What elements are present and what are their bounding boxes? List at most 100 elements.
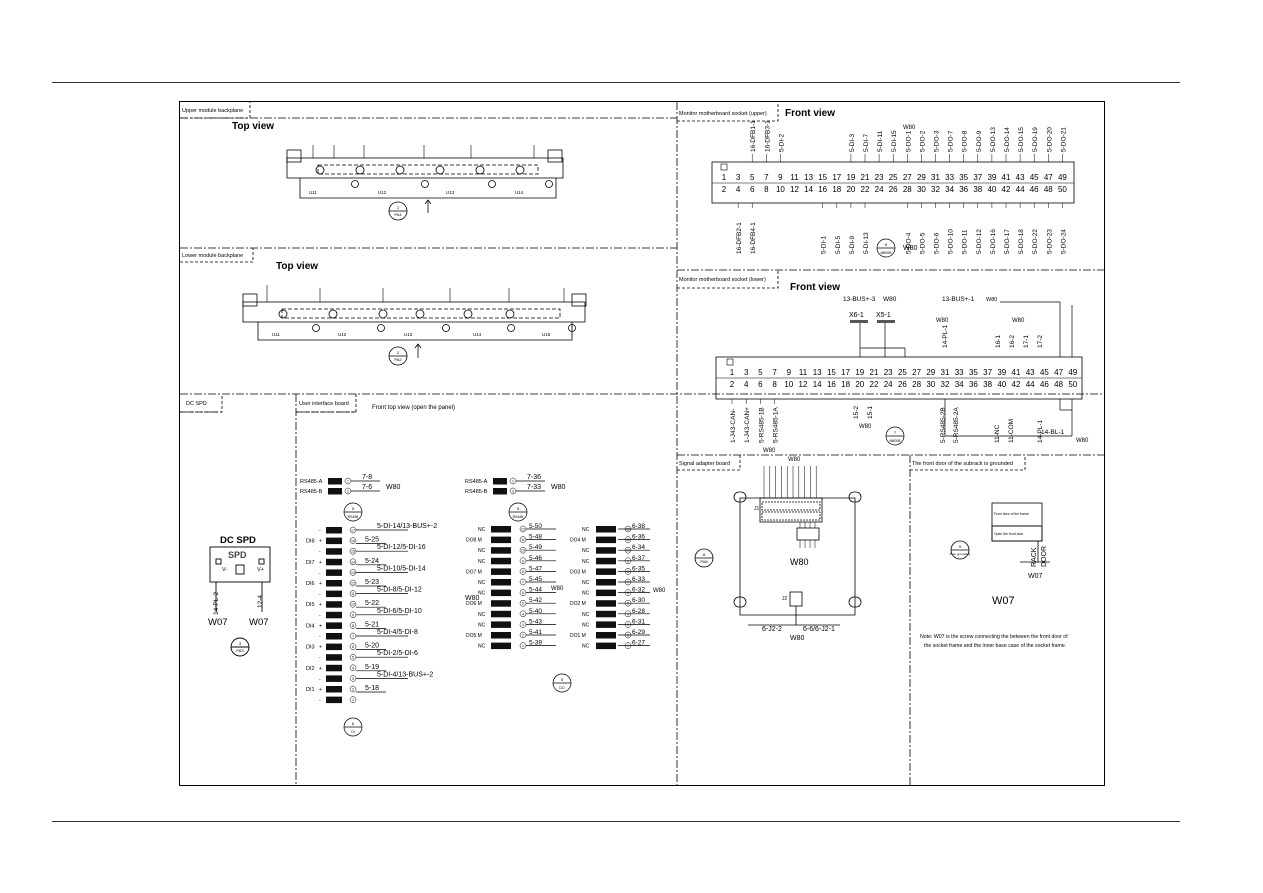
di-bottom-wire: 5-21	[365, 621, 379, 628]
terminal-block	[596, 632, 616, 639]
socket-odd-pin: 49	[1058, 173, 1067, 182]
pin-circle	[349, 643, 357, 650]
title-user-interface: User interface board	[299, 401, 349, 407]
terminal-block	[328, 488, 342, 495]
di-bottom-wire: 5-25	[365, 537, 379, 544]
lower-mid-label: 14-PL-1	[942, 324, 949, 348]
spd-ref-num: 3	[239, 641, 242, 646]
di-bottom-wire: 5-19	[365, 664, 379, 671]
socket-bottom-wire: 5-DO-5	[919, 232, 926, 254]
pin1-marker	[720, 163, 728, 171]
spd-wire-left: 14-PL-2	[213, 591, 220, 615]
do-right-label: NC	[582, 612, 590, 618]
do-left-pin: 5-43	[529, 618, 542, 625]
terminal-block	[596, 642, 616, 650]
do-left-label: NC	[478, 591, 486, 597]
pin-number: 5	[522, 602, 524, 606]
socket-odd-pin: 45	[1040, 368, 1049, 377]
terminal-block	[328, 478, 342, 485]
socket-odd-pin: 33	[945, 173, 954, 182]
socket-odd-pin: 7	[772, 368, 777, 377]
socket-even-pin: 4	[736, 185, 741, 194]
socket-even-pin: 38	[973, 185, 982, 194]
socket-odd-pin: 47	[1054, 368, 1063, 377]
socket-odd-pin: 45	[1030, 173, 1039, 182]
socket-odd-pin: 43	[1026, 368, 1035, 377]
lower-bottom-right: 14-PL-1	[1037, 419, 1044, 443]
upper-module-4: U14	[515, 190, 524, 195]
do-right-label: DO2 M	[570, 601, 586, 607]
di-polarity: -	[319, 698, 321, 704]
socket-odd-pin: 7	[764, 173, 769, 182]
pin-number: 10	[521, 549, 525, 553]
dc-spd-drawing	[209, 546, 271, 657]
spd-ref-label: PA3	[236, 648, 244, 653]
socket-even-pin: 16	[818, 185, 827, 194]
socket-even-pin: 24	[875, 185, 884, 194]
terminal-block	[491, 600, 511, 607]
terminal-block	[326, 654, 342, 661]
socket-even-pin: 4	[744, 380, 749, 389]
di-polarity: +	[319, 602, 322, 608]
socket-top-wire: 16-DFB3-1	[764, 120, 771, 152]
socket-bottom-wire: 5-DO-10	[948, 229, 955, 254]
socket-even-pin: 32	[941, 380, 950, 389]
terminal-block	[326, 611, 342, 619]
lower-top-label: 13-BUS+-3	[843, 296, 876, 303]
signal-mid-wire: W80	[790, 557, 809, 567]
lower-x5-plug	[877, 320, 895, 323]
socket-even-pin: 2	[722, 185, 727, 194]
socket-even-pin: 42	[1002, 185, 1011, 194]
socket-bottom-wire: 5-DO-24	[1060, 229, 1067, 254]
socket-odd-pin: 17	[832, 173, 841, 182]
do-right-pin: 6-35	[632, 565, 645, 572]
di-wire: W80	[465, 595, 480, 602]
do-right-label: DO3 M	[570, 569, 586, 575]
socket-odd-pin: 39	[987, 173, 996, 182]
socket-top-wire: 5-DO-13	[990, 127, 997, 152]
pin-number: 4	[627, 612, 629, 616]
lower-module-2: U12	[338, 332, 347, 337]
do-left-label: NC	[478, 580, 486, 586]
upper-ref-num: 1	[397, 205, 400, 210]
socket-bottom-wire: 5-DO-6	[934, 232, 941, 254]
socket-even-pin: 36	[959, 185, 968, 194]
terminal-block	[491, 610, 511, 618]
di-polarity: -	[319, 528, 321, 534]
di-group: DI6	[306, 581, 315, 587]
do-left-pin: 5-47	[529, 565, 542, 572]
di-group: DI8	[306, 539, 315, 545]
terminal-block	[326, 633, 342, 640]
do-right-pin: 6-34	[632, 544, 645, 551]
pin-number: 15	[351, 550, 355, 554]
spd-vminus: V-	[222, 567, 227, 573]
do-right-label: NC	[582, 591, 590, 597]
socket-even-pin: 2	[730, 380, 735, 389]
lower-bottom-right: 5-RS485-2B	[940, 407, 947, 443]
socket-even-pin: 32	[931, 185, 940, 194]
socket-even-pin: 16	[827, 380, 836, 389]
socket-bottom-wire-label: W80	[903, 245, 918, 252]
signal-right-wire: 6-6/6-J2-1	[803, 626, 835, 633]
terminal-block	[491, 642, 511, 650]
do-right-pin: 6-29	[632, 629, 645, 636]
socket-odd-pin: 3	[736, 173, 741, 182]
title-signal-adapter: Signal adapter board	[679, 461, 730, 467]
socket-odd-pin: 25	[889, 173, 898, 182]
do-left-pin: 5-39	[529, 640, 542, 647]
lower-mid-label: 17-2	[1037, 335, 1044, 348]
terminal-block	[491, 589, 511, 597]
pin-circle	[349, 622, 357, 629]
lower-x6: X6-1	[849, 312, 864, 319]
pin-number: 7	[627, 581, 629, 585]
pin-number: 8	[352, 624, 354, 628]
pin-number: 14	[351, 560, 355, 564]
terminal-block	[491, 526, 511, 533]
pin-number: 2	[522, 634, 524, 638]
di-top-wire: 5-DI-2/5-DI-6	[377, 650, 418, 657]
upper-ref-label: PA1	[394, 212, 402, 217]
socket-odd-pin: 47	[1044, 173, 1053, 182]
do-left-pin: 5-45	[529, 576, 542, 583]
signal-j1: J1	[754, 506, 760, 512]
